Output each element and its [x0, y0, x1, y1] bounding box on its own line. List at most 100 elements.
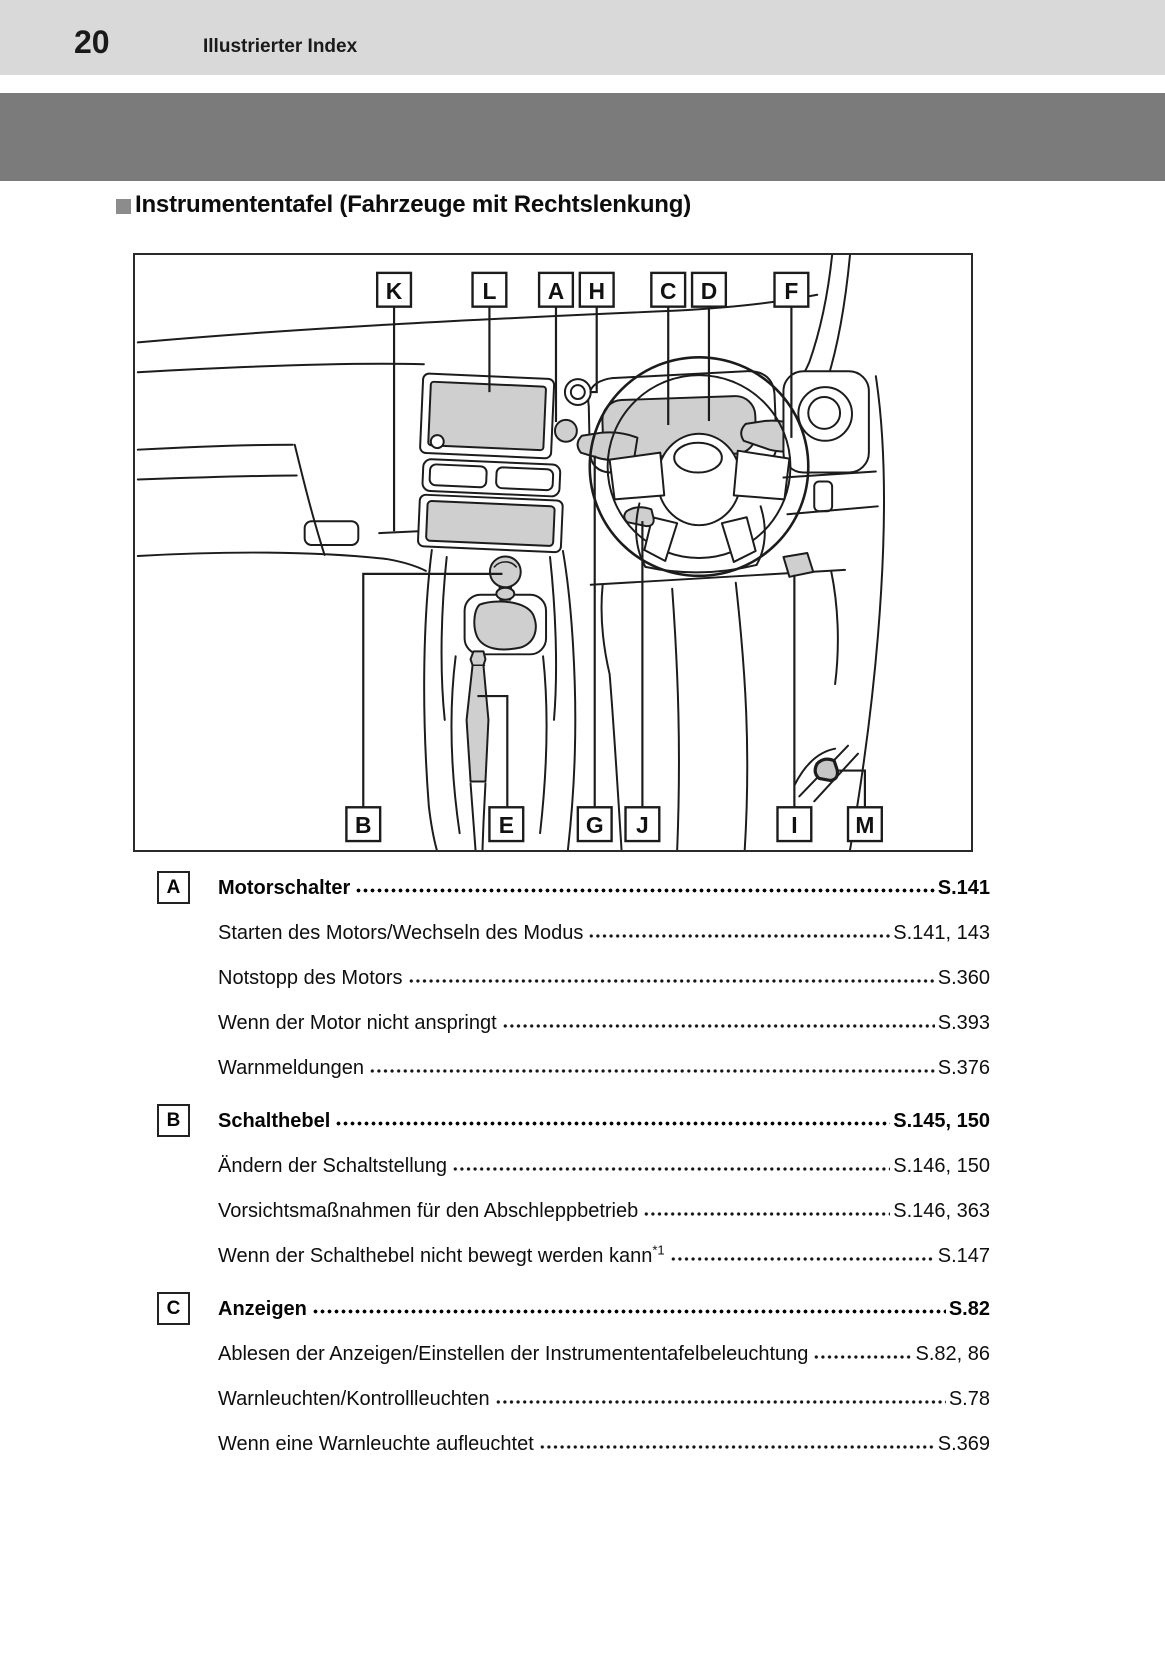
toc-entry: Starten des Motors/Wechseln des Modus S.1…	[218, 911, 990, 956]
steering-rim-outer	[588, 356, 810, 578]
toc-section-B: B Schalthebel S.145, 150	[157, 1099, 990, 1144]
nav-knob	[429, 434, 445, 450]
spoke-bottom-right	[720, 516, 757, 563]
vent-left	[428, 463, 488, 489]
callout-label-H: H	[578, 271, 615, 308]
page-reference: S.147	[937, 1245, 990, 1267]
right-vent-inner	[807, 396, 842, 430]
callout-label-G: G	[576, 806, 613, 843]
page-reference: S.145, 150	[893, 1110, 990, 1132]
callout-label-J: J	[624, 806, 661, 843]
callout-letter: D	[701, 278, 718, 304]
console-inner-left	[440, 555, 448, 721]
shift-boot	[473, 600, 537, 651]
page-header-band	[0, 0, 1165, 75]
section-label: Motorschalter	[218, 877, 351, 899]
steering-rim-inner	[606, 374, 792, 559]
callout-letter: J	[636, 812, 649, 838]
engine-switch	[553, 418, 578, 443]
nav-screen	[427, 380, 547, 452]
audio-panel	[425, 500, 556, 547]
callout-letter: I	[791, 812, 797, 838]
door-edge-curve	[849, 375, 885, 850]
page-reference: S.376	[937, 1057, 990, 1079]
console-right-edge	[561, 550, 577, 850]
callout-letter: F	[784, 278, 798, 304]
floor-arc	[793, 747, 837, 787]
callout-label-L: L	[471, 271, 508, 308]
callout-label-C: C	[650, 271, 687, 308]
fuel-lid-opener	[813, 757, 840, 783]
dial-ring-inner	[569, 384, 586, 401]
callout-letter: K	[386, 278, 403, 304]
dot-leader	[501, 1023, 935, 1029]
page-reference: S.78	[948, 1388, 990, 1410]
callout-label-I: I	[776, 806, 813, 843]
entry-label: Ablesen der Anzeigen/Einstellen der Inst…	[218, 1343, 809, 1365]
glovebox-handle	[303, 520, 360, 547]
boot-line-right	[481, 782, 487, 850]
callout-letter: E	[499, 812, 514, 838]
toc-entry: Ändern der Schaltstellung S.146, 150	[218, 1144, 990, 1189]
callout-letter: A	[548, 278, 565, 304]
callout-letter: H	[588, 278, 605, 304]
center-stack	[417, 372, 564, 554]
dot-leader	[588, 933, 891, 939]
chapter-tab-band	[0, 93, 1165, 181]
boot-line-left	[469, 782, 477, 850]
page-number: 20	[74, 24, 110, 60]
letter-badge-B: B	[157, 1104, 190, 1137]
toc-entry: Ablesen der Anzeigen/Einstellen der Inst…	[218, 1332, 990, 1377]
spoke-left	[608, 451, 666, 501]
tunnel-line-2	[734, 581, 749, 850]
letter-badge-A: A	[157, 871, 190, 904]
dot-leader	[369, 1068, 935, 1074]
entry-label: Wenn der Schalthebel nicht bewegt werden…	[218, 1242, 665, 1267]
a-pillar-line-2	[826, 255, 851, 382]
knee-panel-bottom	[786, 505, 879, 516]
spoke-bottom-left	[643, 516, 679, 562]
callout-label-B: B	[345, 806, 382, 843]
dot-leader	[311, 1308, 946, 1315]
steering-hub-pad	[673, 441, 723, 474]
console-slot-left	[450, 655, 461, 835]
section-label: Schalthebel	[218, 1110, 331, 1132]
pedal	[782, 552, 815, 578]
spoke-right	[732, 449, 791, 501]
square-bullet-icon	[116, 198, 131, 214]
callout-lines	[362, 305, 866, 809]
entry-label: Starten des Motors/Wechseln des Modus	[218, 922, 584, 944]
footwell-left	[600, 583, 623, 850]
vent-right	[495, 466, 555, 492]
entry-label: Ändern der Schaltstellung	[218, 1155, 448, 1177]
page-reference: S.360	[937, 967, 990, 989]
left-dash-line-2	[136, 474, 298, 481]
dot-leader	[813, 1354, 913, 1360]
callout-label-K: K	[375, 271, 413, 308]
dot-leader	[494, 1399, 946, 1405]
parking-brake-lever	[465, 650, 490, 783]
dot-leader	[335, 1120, 891, 1127]
callout-label-M: M	[846, 806, 883, 843]
page-reference: S.82	[948, 1298, 990, 1320]
footnote-marker: *1	[652, 1242, 665, 1258]
toc-entry: Wenn eine Warnleuchte aufleuchtet S.369	[218, 1422, 990, 1467]
dot-leader	[538, 1444, 935, 1450]
page-reference: S.369	[937, 1433, 990, 1455]
shift-knob-shine	[493, 561, 518, 568]
entry-label: Vorsichtsmaßnahmen für den Abschleppbetr…	[218, 1200, 639, 1222]
page-reference: S.141, 143	[893, 922, 990, 944]
callout-letter: M	[855, 812, 874, 838]
page-header-title: Illustrierter Index	[203, 36, 358, 57]
console-inner-right	[549, 555, 558, 721]
page-reference: S.146, 150	[893, 1155, 990, 1177]
dashboard-illustration: K L AH CD F B E GJ I M	[136, 255, 885, 850]
callout-letter: C	[660, 278, 677, 304]
lower-dash-edge-left	[136, 551, 427, 572]
dash-top-edge	[136, 293, 819, 344]
entry-label: Wenn eine Warnleuchte aufleuchtet	[218, 1433, 534, 1455]
